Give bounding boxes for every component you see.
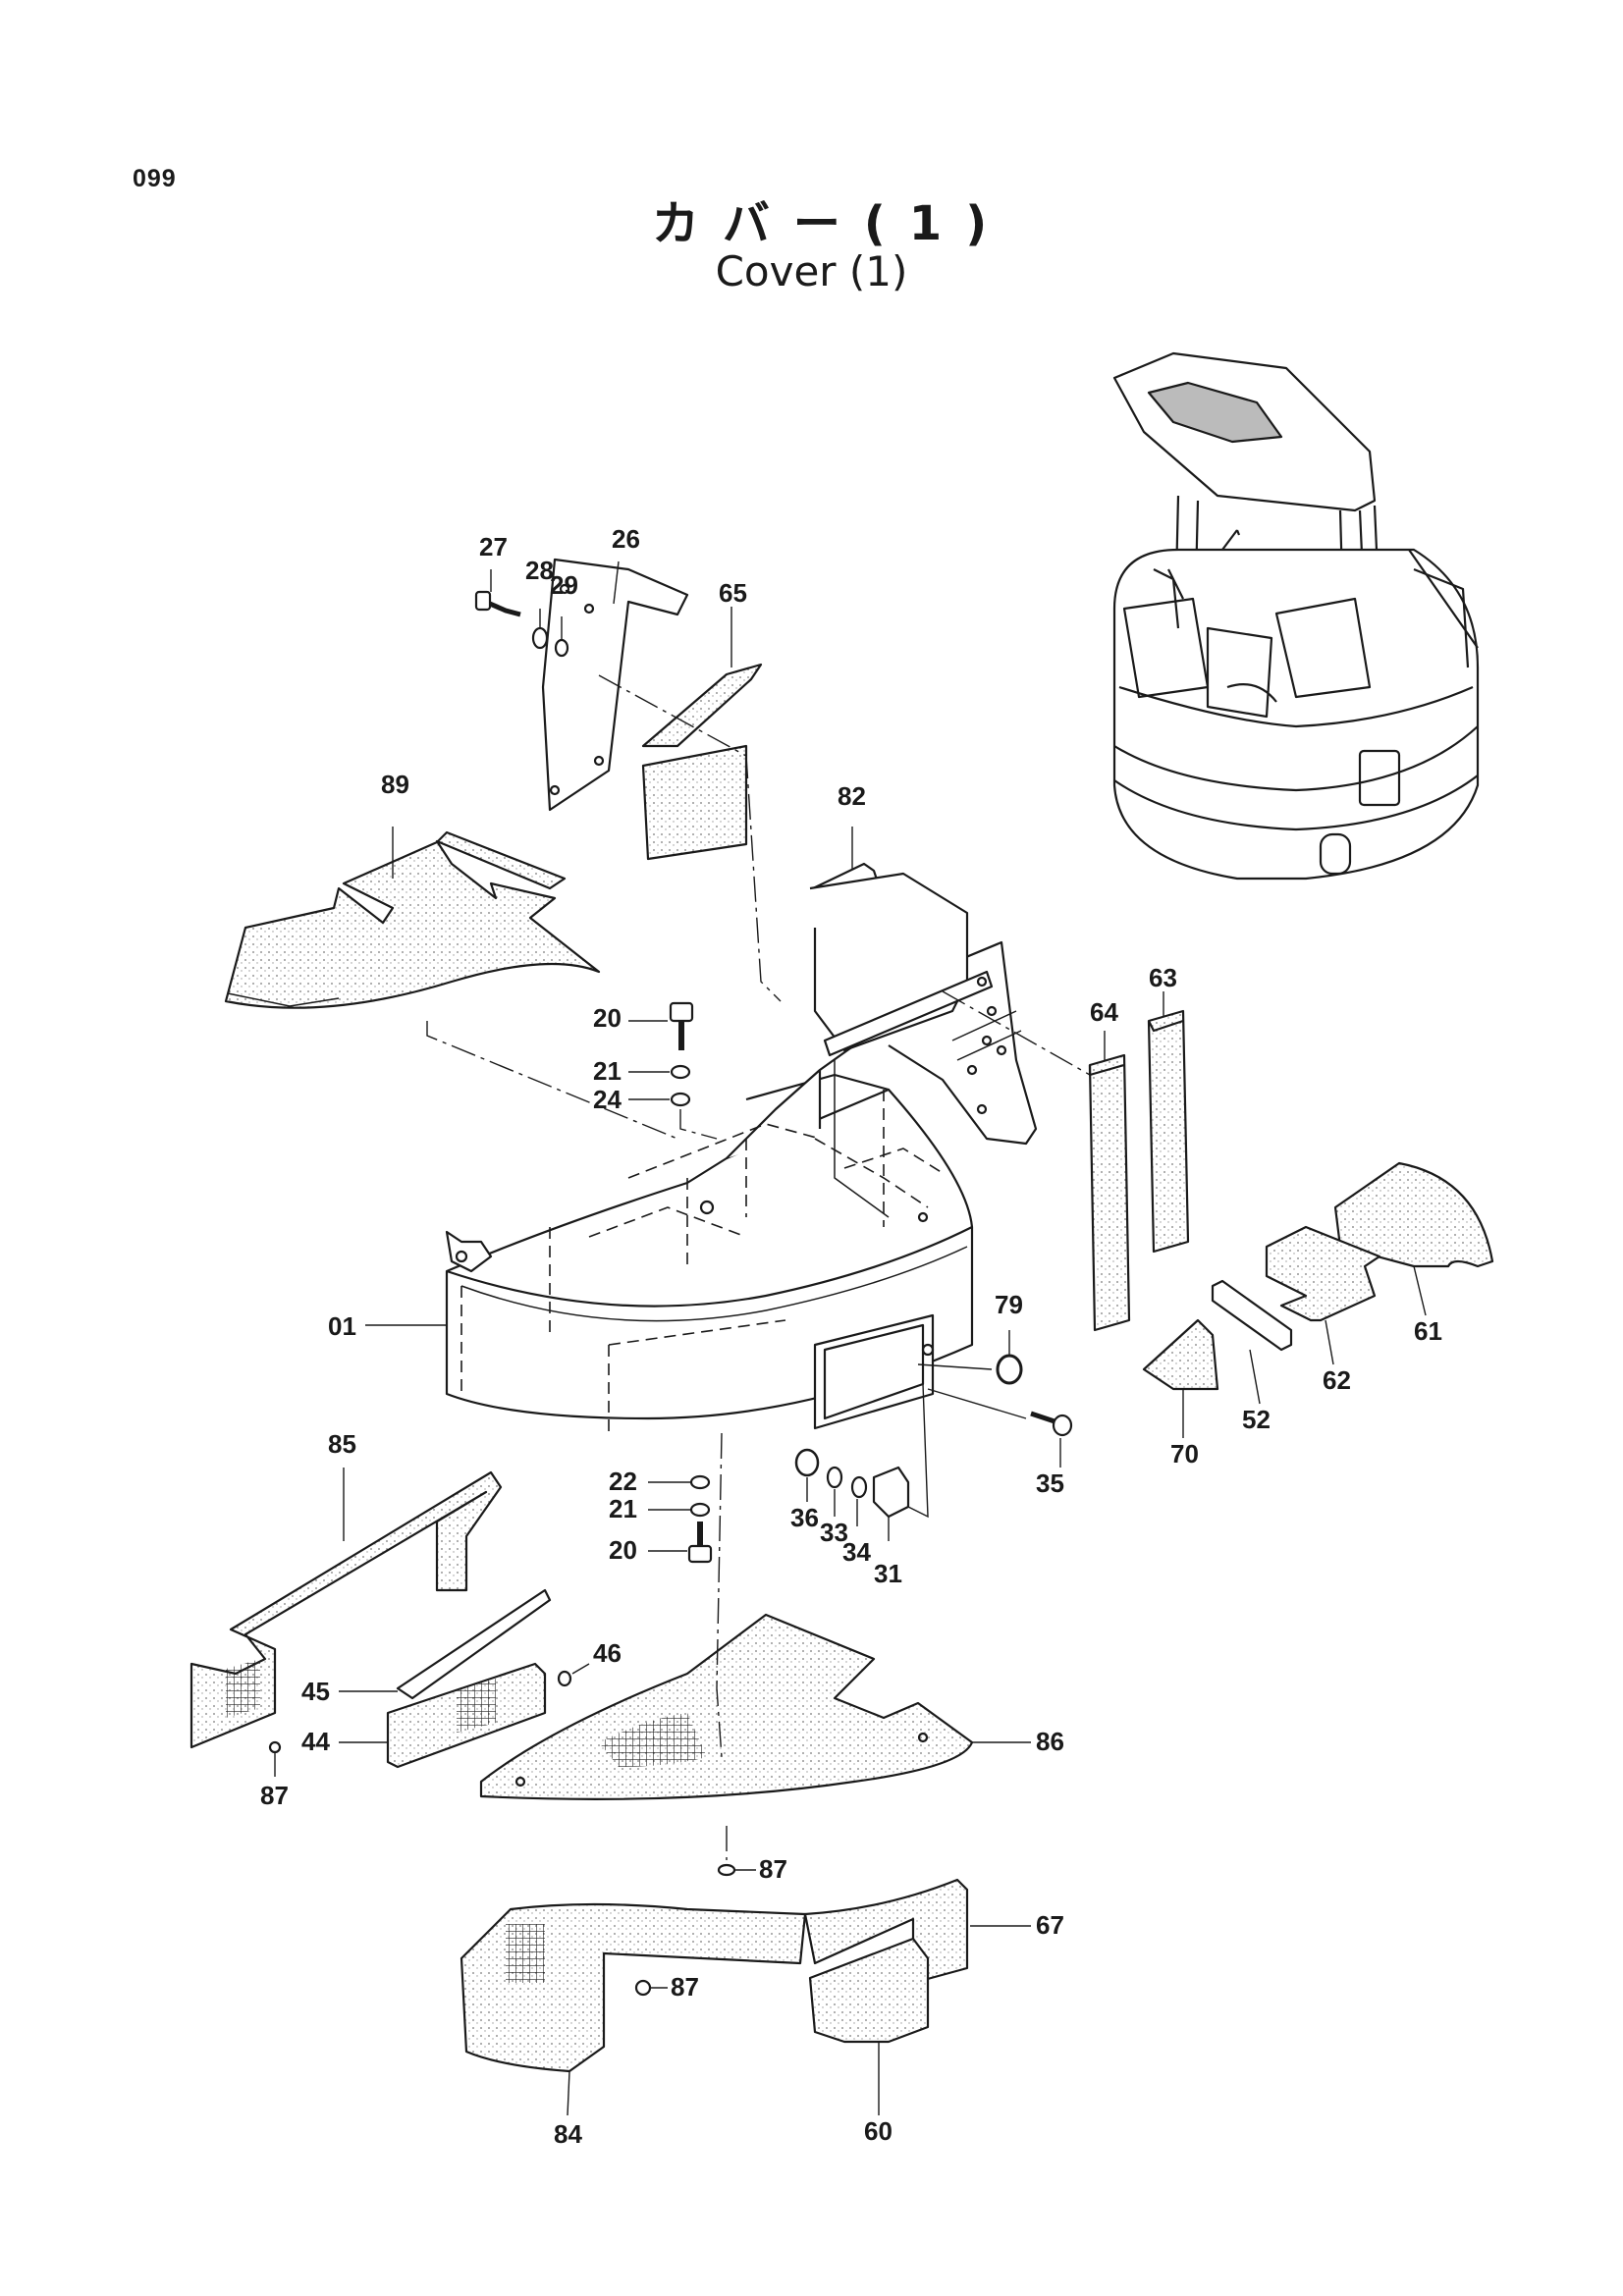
part-36-nut [794, 1448, 820, 1477]
leader-lines [274, 561, 1427, 2116]
callout-44: 44 [301, 1727, 330, 1756]
callout-86: 86 [1036, 1727, 1064, 1756]
part-84-front-cover [460, 1902, 807, 2073]
part-33-washer [826, 1466, 843, 1489]
machine-overview-illustration [1112, 351, 1480, 881]
part-35-bolt [1030, 1411, 1073, 1437]
part-60-pad [808, 1937, 930, 2044]
part-01-main-cover [445, 872, 1038, 1430]
callout-89: 89 [381, 770, 409, 799]
callout-21-top: 21 [593, 1056, 622, 1086]
callout-61: 61 [1414, 1316, 1442, 1346]
callout-63: 63 [1149, 963, 1177, 992]
callout-20-bottom: 20 [609, 1535, 637, 1565]
part-28-washer [531, 626, 549, 650]
page-title-japanese: カバー(1) [651, 196, 1011, 251]
callout-31: 31 [874, 1559, 902, 1588]
part-87-washer-c [634, 1979, 652, 1997]
hidden-lines [460, 1090, 944, 1433]
part-63-strip [1147, 1009, 1190, 1254]
part-65-pad [641, 663, 763, 861]
callout-70: 70 [1170, 1439, 1199, 1468]
callout-79: 79 [995, 1290, 1023, 1319]
callout-24: 24 [593, 1085, 622, 1114]
part-87-washer-b [717, 1863, 736, 1877]
callout-62: 62 [1323, 1365, 1351, 1395]
part-52-bar [1211, 1279, 1293, 1352]
part-21-lockwasher-bottom [689, 1502, 711, 1518]
callout-45: 45 [301, 1677, 330, 1706]
callout-29: 29 [550, 570, 578, 600]
callout-20-top: 20 [593, 1003, 622, 1033]
part-89-floor-mat [224, 830, 601, 1009]
callout-35: 35 [1036, 1468, 1064, 1498]
callout-64: 64 [1090, 997, 1118, 1027]
callout-87-b: 87 [759, 1854, 787, 1884]
callout-21-bottom: 21 [609, 1494, 637, 1523]
callout-27: 27 [479, 532, 508, 561]
callout-01: 01 [328, 1311, 356, 1341]
part-46-washer [557, 1670, 572, 1687]
part-62-block [1265, 1225, 1381, 1322]
callout-28: 28 [525, 556, 554, 585]
page-number: 099 [133, 165, 177, 192]
callout-46: 46 [593, 1638, 622, 1668]
part-61-block [1333, 1161, 1494, 1268]
part-44-grille [386, 1662, 547, 1769]
callout-36: 36 [790, 1503, 819, 1532]
part-20-bolt-top [669, 1001, 694, 1050]
part-45-grille-frame [396, 1588, 552, 1700]
part-31-latch [872, 1466, 910, 1519]
part-86-bottom-plate [479, 1613, 974, 1800]
callout-33: 33 [820, 1518, 848, 1547]
part-27-bolt [474, 590, 521, 617]
callout-22: 22 [609, 1467, 637, 1496]
part-87-washer-a [268, 1740, 282, 1754]
callout-82: 82 [838, 781, 866, 811]
part-85-side-cover [189, 1470, 503, 1749]
callout-87-c: 87 [671, 1972, 699, 2002]
callout-34: 34 [842, 1537, 871, 1567]
callout-52: 52 [1242, 1405, 1271, 1434]
part-34-washer [850, 1475, 868, 1499]
callout-85: 85 [328, 1429, 356, 1459]
part-24-washer [670, 1092, 691, 1107]
callout-60: 60 [864, 2116, 893, 2146]
callout-87-a: 87 [260, 1781, 289, 1810]
part-64-strip [1088, 1053, 1131, 1332]
callout-labels: 27 28 29 26 65 89 82 63 64 20 21 24 79 0… [260, 524, 1442, 2149]
part-79-grommet [996, 1354, 1023, 1385]
callout-84: 84 [554, 2119, 582, 2149]
part-21-lockwasher-top [670, 1064, 691, 1080]
callout-67: 67 [1036, 1910, 1064, 1940]
callout-65: 65 [719, 578, 747, 608]
part-29-washer [554, 638, 569, 658]
callout-26: 26 [612, 524, 640, 554]
part-22-washer [689, 1474, 711, 1490]
assembly-lines [426, 674, 1091, 1860]
page-title-english: Cover (1) [715, 247, 908, 295]
part-20-bolt-bottom [687, 1522, 713, 1564]
part-70-wedge [1142, 1318, 1219, 1391]
